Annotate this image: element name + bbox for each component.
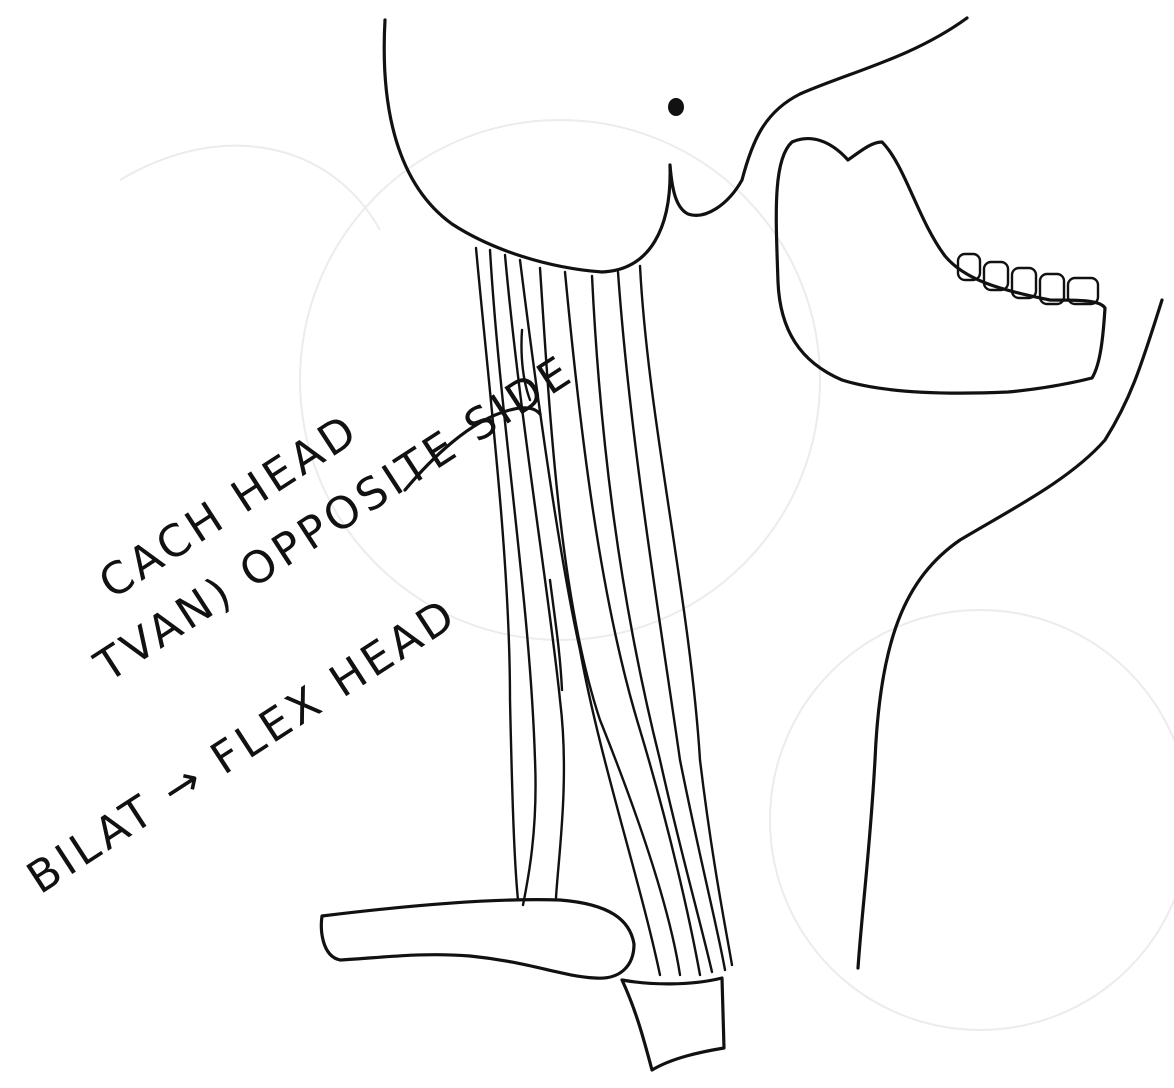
clavicle <box>321 900 634 979</box>
mandible-outline <box>776 139 1105 394</box>
skull-outline <box>384 18 967 272</box>
annotation-line-3: BILAT → FLEX HEAD <box>18 588 467 904</box>
sternocleidomastoid-muscle-fibers <box>476 248 732 975</box>
ear-opening <box>668 98 684 116</box>
neck-front-outline <box>858 300 1162 968</box>
sternum <box>622 978 724 1070</box>
